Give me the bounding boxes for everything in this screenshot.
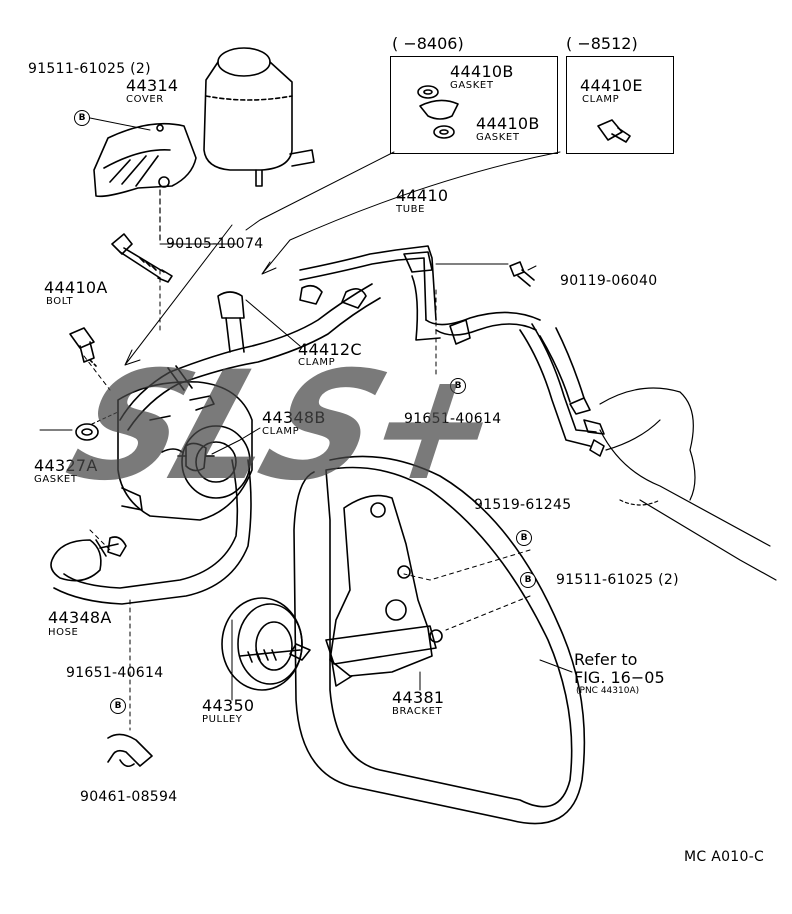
part-90105-code: 90105-10074 — [166, 236, 264, 252]
part-44381-code: 44381 — [392, 688, 445, 707]
pump-drawing — [117, 381, 253, 521]
box-range-a — [390, 56, 558, 154]
bracket-drawing — [325, 494, 443, 687]
part-44410B-2-code: 44410B — [476, 114, 540, 133]
range-b-label: ( −8512) — [566, 34, 638, 53]
part-90461-code: 90461-08594 — [80, 789, 178, 805]
part-91519-code: 91519-61245 — [474, 497, 572, 513]
part-44350-code: 44350 — [202, 696, 255, 715]
clamp-44348B-drawing — [177, 442, 215, 472]
steering-gear-drawing — [599, 387, 777, 581]
gasket-detail-drawing — [417, 85, 459, 139]
bolt-90119-drawing — [509, 261, 535, 287]
clip-drawing — [107, 733, 153, 768]
refer-line-3: (PNC 44310A) — [576, 686, 640, 696]
part-44410-name: TUBE — [396, 204, 426, 215]
part-91651-a-code: 91651-40614 — [404, 411, 502, 427]
marker-b-clip: B — [110, 698, 126, 714]
leader-lines — [39, 117, 573, 731]
part-44348A-name: HOSE — [48, 627, 79, 638]
part-44348B-name: CLAMP — [262, 426, 300, 437]
part-44410-code: 44410 — [396, 186, 449, 205]
part-91651-b-code: 91651-40614 — [66, 665, 164, 681]
belt-drawing — [293, 455, 586, 825]
diagram-code: MC A010-C — [684, 849, 765, 865]
box-range-b — [566, 56, 674, 154]
part-44381-name: BRACKET — [392, 706, 443, 717]
part-90119-code: 90119-06040 — [560, 273, 658, 289]
long-bolt-drawing — [111, 233, 173, 283]
marker-b-91519: B — [516, 530, 532, 546]
part-44350-name: PULLEY — [202, 714, 243, 725]
part-44412C-code: 44412C — [298, 340, 362, 359]
part-44348A-code: 44348A — [48, 608, 112, 627]
cover-drawing — [93, 122, 197, 241]
part-44410A-name: BOLT — [46, 296, 74, 307]
range-a-label: ( −8406) — [392, 34, 464, 53]
marker-b-tube: B — [450, 378, 466, 394]
gasket-44327A-drawing — [75, 423, 99, 441]
part-44410A-code: 44410A — [44, 278, 108, 297]
refer-line-2: FIG. 16−05 — [574, 668, 665, 687]
part-44348B-code: 44348B — [262, 408, 326, 427]
part-44327A-code: 44327A — [34, 456, 98, 475]
part-44327A-name: GASKET — [34, 474, 78, 485]
tube-44410-drawing — [299, 245, 605, 457]
part-44412C-name: CLAMP — [298, 357, 336, 368]
clamp-detail-drawing — [597, 119, 631, 143]
part-91511-b-code: 91511-61025 (2) — [556, 572, 679, 588]
reservoir-drawing — [203, 47, 315, 187]
marker-b-top: B — [74, 110, 90, 126]
part-44314-name: COVER — [126, 94, 164, 105]
part-44410E-name: CLAMP — [582, 94, 620, 105]
watermark: SLS+ — [49, 340, 520, 514]
return-hose-drawing — [119, 283, 381, 431]
marker-b-91511: B — [520, 572, 536, 588]
bolt-44410A-drawing — [69, 327, 97, 367]
pulley-drawing — [221, 597, 311, 691]
part-44314-code: 44314 — [126, 76, 179, 95]
refer-line-1: Refer to — [574, 650, 638, 669]
part-44410E-code: 44410E — [580, 76, 643, 95]
part-91511-top-code: 91511-61025 (2) — [28, 61, 151, 77]
part-44410B-1-name: GASKET — [450, 80, 494, 91]
part-44410B-1-code: 44410B — [450, 62, 514, 81]
hose-44348A-drawing — [50, 459, 252, 605]
part-44410B-2-name: GASKET — [476, 132, 520, 143]
